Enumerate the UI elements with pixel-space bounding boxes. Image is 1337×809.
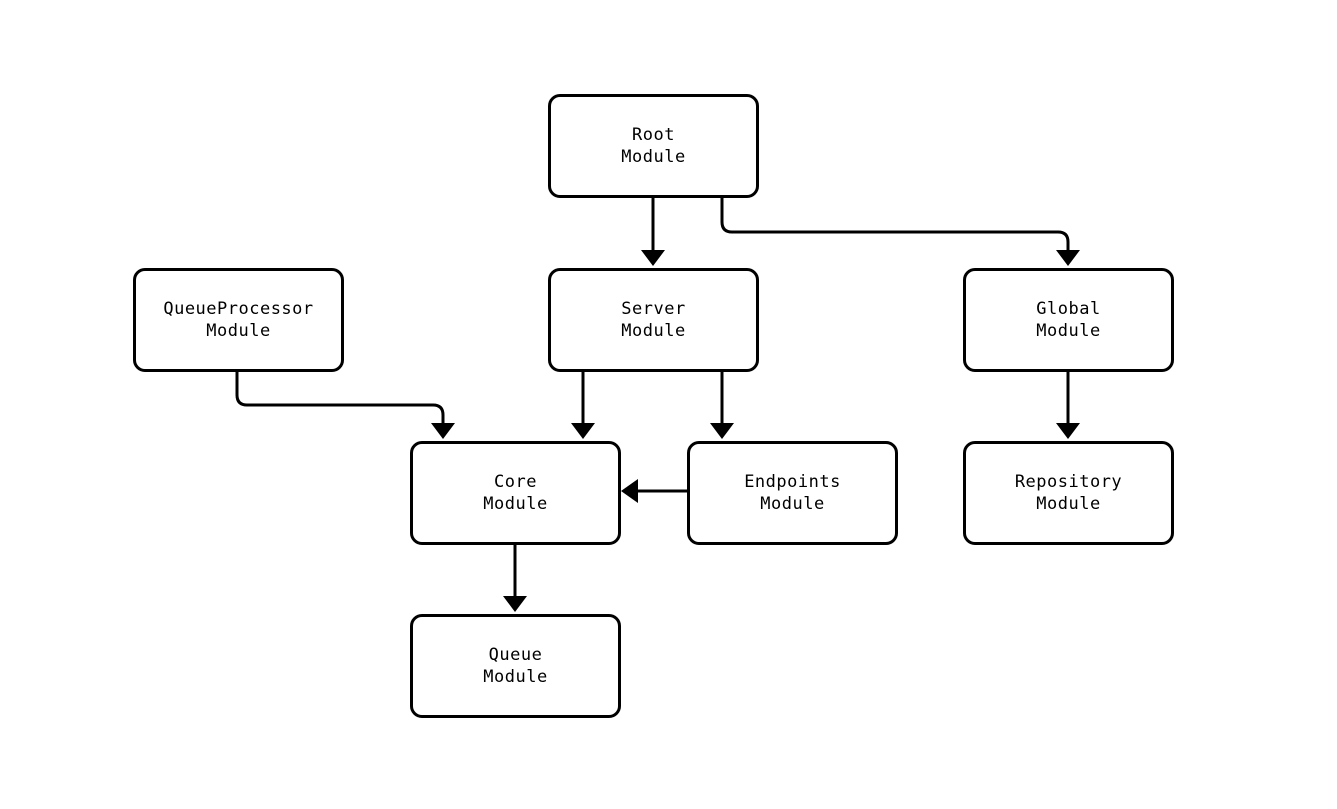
node-label-line1: Server: [621, 299, 686, 319]
node-label-line1: Endpoints: [744, 472, 841, 492]
node-label-line1: Repository: [1014, 472, 1123, 492]
edge-line: [235, 372, 445, 425]
edge-arrowhead: [1056, 423, 1080, 439]
edge-queueprocessor-core: [235, 372, 455, 439]
edge-endpoints-core: [621, 479, 687, 503]
node-label-line2: Module: [760, 494, 825, 514]
edge-arrowhead: [571, 423, 595, 439]
edge-global-repository: [1056, 372, 1080, 439]
node-label-line1: Root: [632, 125, 675, 145]
node-label-line1: QueueProcessor: [163, 299, 314, 319]
node-label-line1: Queue: [488, 645, 543, 665]
node-label-line2: Module: [1036, 494, 1101, 514]
node-label-line2: Module: [621, 147, 686, 167]
node-label-line2: Module: [483, 667, 548, 687]
edge-server-core: [571, 372, 595, 439]
edge-arrowhead: [503, 596, 527, 612]
node-label-line1: Core: [494, 472, 537, 492]
node-label-line2: Module: [1036, 321, 1101, 341]
edge-core-queue: [503, 545, 527, 612]
edge-arrowhead: [431, 423, 455, 439]
edge-arrowhead: [641, 250, 665, 266]
edge-arrowhead: [710, 423, 734, 439]
node-label-line2: Module: [206, 321, 271, 341]
edge-root-global: [720, 198, 1080, 266]
edge-arrowhead: [1056, 250, 1080, 266]
edge-line: [720, 198, 1070, 252]
node-label-line1: Global: [1036, 299, 1101, 319]
node-label-line2: Module: [483, 494, 548, 514]
edge-root-server: [641, 198, 665, 266]
edge-arrowhead: [621, 479, 638, 503]
node-label-line2: Module: [621, 321, 686, 341]
edge-server-endpoints: [710, 372, 734, 439]
